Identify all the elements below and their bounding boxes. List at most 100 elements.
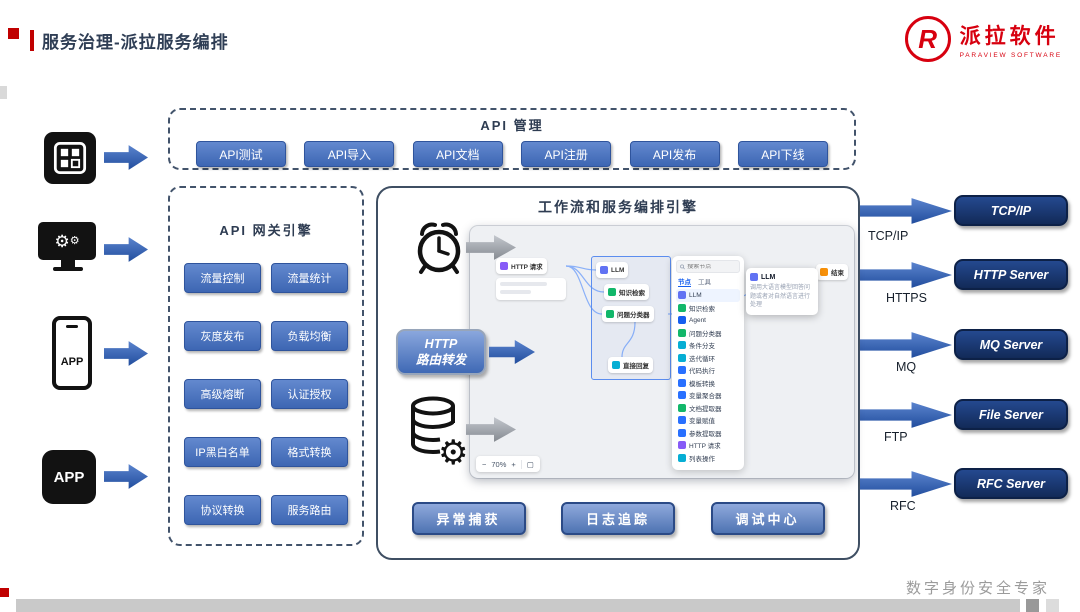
- node-label: 知识检索: [619, 290, 645, 297]
- footer-bar: [16, 599, 1020, 612]
- engine-footer-buttons: 异常捕获 日志追踪 调试中心: [376, 502, 860, 535]
- tab-nodes[interactable]: 节点: [678, 276, 691, 287]
- node-search-box[interactable]: [676, 260, 740, 273]
- gear-icon: ⚙: [438, 434, 468, 466]
- node-type-assigner[interactable]: 变量赋值: [676, 414, 740, 427]
- log-trace-button[interactable]: 日志追踪: [561, 502, 675, 535]
- http-route-line1: HTTP: [424, 336, 458, 351]
- grid-glyph: [53, 141, 87, 175]
- title-accent-bar: [30, 30, 34, 51]
- node-type-iteration[interactable]: 迭代循环: [676, 352, 740, 365]
- circuit-break-button[interactable]: 高级熔断: [184, 379, 261, 409]
- flow-arrow: [104, 464, 148, 489]
- protocol-label-https: HTTPS: [886, 291, 927, 305]
- flow-arrow: [104, 237, 148, 262]
- flow-arrow: [860, 471, 952, 497]
- load-balance-button[interactable]: 负载均衡: [271, 321, 348, 351]
- node-icon: [612, 361, 620, 369]
- api-test-button[interactable]: API测试: [196, 141, 286, 167]
- api-doc-button[interactable]: API文档: [412, 141, 503, 167]
- node-type-aggregator[interactable]: 变量聚合器: [676, 389, 740, 402]
- editor-toolbar: − 70% + ▢: [476, 456, 540, 472]
- file-server-button[interactable]: File Server: [954, 399, 1068, 430]
- template-icon: [678, 378, 686, 387]
- phone-app-label: APP: [60, 356, 84, 368]
- http-server-button[interactable]: HTTP Server: [954, 259, 1068, 290]
- exception-capture-button[interactable]: 异常捕获: [411, 502, 526, 535]
- api-import-button[interactable]: API导入: [304, 141, 395, 167]
- zoom-out-icon[interactable]: −: [482, 459, 487, 469]
- http-route-line2: 路由转发: [415, 353, 466, 367]
- gray-release-button[interactable]: 灰度发布: [184, 321, 261, 351]
- canvas-node-answer[interactable]: 直接回复: [608, 357, 653, 373]
- api-offline-button[interactable]: API下线: [737, 141, 828, 167]
- search-icon: [680, 264, 685, 269]
- app-box-label: APP: [53, 468, 85, 486]
- node-type-list[interactable]: 列表操作: [676, 452, 740, 465]
- node-type-agent[interactable]: Agent: [676, 314, 740, 327]
- zoom-level[interactable]: 70%: [491, 459, 507, 469]
- canvas-node-classifier[interactable]: 问题分类器: [602, 306, 654, 322]
- auth-button[interactable]: 认证授权: [271, 379, 348, 409]
- node-icon: [600, 266, 608, 274]
- debug-center-button[interactable]: 调试中心: [710, 502, 825, 535]
- node-type-template[interactable]: 模板转换: [676, 377, 740, 390]
- traffic-stats-button[interactable]: 流量统计: [271, 263, 348, 293]
- node-type-panel: 节点 工具 LLM 知识检索 Agent 问题分类器 条件分支 迭代循环 代码执…: [672, 256, 744, 470]
- node-type-param-extractor[interactable]: 参数提取器: [676, 427, 740, 440]
- node-type-http[interactable]: HTTP 请求: [676, 439, 740, 452]
- detail-bar: [500, 282, 547, 286]
- node-type-ifelse[interactable]: 条件分支: [676, 339, 740, 352]
- node-type-knowledge[interactable]: 知识检索: [676, 302, 740, 315]
- flow-arrow: [860, 402, 952, 428]
- tab-tools[interactable]: 工具: [698, 279, 711, 286]
- iteration-icon: [678, 353, 686, 362]
- tcpip-server-button[interactable]: TCP/IP: [954, 195, 1068, 226]
- format-convert-button[interactable]: 格式转换: [271, 437, 348, 467]
- protocol-label-ftp: FTP: [884, 430, 908, 444]
- logo-mark: R: [918, 23, 938, 54]
- mobile-phone-icon: APP: [52, 316, 92, 390]
- service-route-button[interactable]: 服务路由: [271, 495, 348, 525]
- api-publish-button[interactable]: API发布: [629, 141, 720, 167]
- canvas-node-http[interactable]: HTTP 请求: [496, 258, 547, 274]
- logo-brand-text: 派拉软件: [959, 24, 1060, 48]
- llm-icon: [750, 273, 758, 281]
- gear-icon-small: ⚙: [69, 234, 80, 247]
- node-type-doc-extractor[interactable]: 文档提取器: [676, 402, 740, 415]
- node-type-code[interactable]: 代码执行: [676, 364, 740, 377]
- node-label: 直接回复: [623, 363, 649, 370]
- node-search-input[interactable]: [687, 263, 736, 270]
- param-extractor-icon: [678, 428, 686, 437]
- detail-bar: [500, 290, 531, 294]
- rfc-server-button[interactable]: RFC Server: [954, 468, 1068, 499]
- traffic-control-button[interactable]: 流量控制: [184, 263, 261, 293]
- protocol-label-tcpip: TCP/IP: [868, 229, 909, 243]
- zoom-in-icon[interactable]: +: [511, 459, 516, 469]
- alarm-clock-icon: [417, 222, 461, 274]
- flow-arrow: [104, 145, 148, 170]
- tagline-text: 数字身份安全专家: [905, 580, 1050, 597]
- canvas-node-llm[interactable]: LLM: [596, 262, 629, 278]
- panel-tabs: 节点 工具: [678, 276, 738, 287]
- api-management-group: API 管理 API测试 API导入 API文档 API注册 API发布 API…: [168, 108, 856, 170]
- fit-view-icon[interactable]: ▢: [526, 459, 534, 469]
- canvas-node-end[interactable]: 结束: [816, 264, 848, 280]
- api-management-title: API 管理: [480, 118, 544, 133]
- ip-list-button[interactable]: IP黑白名单: [184, 437, 261, 467]
- node-type-llm[interactable]: LLM: [676, 289, 740, 302]
- flow-arrow: [104, 341, 148, 366]
- node-label: 结束: [831, 270, 844, 277]
- node-label: 问题分类器: [617, 312, 650, 319]
- canvas-node-knowledge[interactable]: 知识检索: [604, 284, 649, 300]
- node-type-classifier[interactable]: 问题分类器: [676, 327, 740, 340]
- ifelse-icon: [678, 341, 686, 350]
- http-route-button[interactable]: HTTP 路由转发: [396, 329, 486, 375]
- list-icon: [678, 453, 686, 462]
- api-register-button[interactable]: API注册: [521, 141, 612, 167]
- protocol-label-rfc: RFC: [890, 499, 916, 513]
- mq-server-button[interactable]: MQ Server: [954, 329, 1068, 360]
- llm-icon: [678, 291, 686, 300]
- logo-subtitle-text: PARAVIEW SOFTWARE: [959, 51, 1062, 59]
- protocol-convert-button[interactable]: 协议转换: [184, 495, 261, 525]
